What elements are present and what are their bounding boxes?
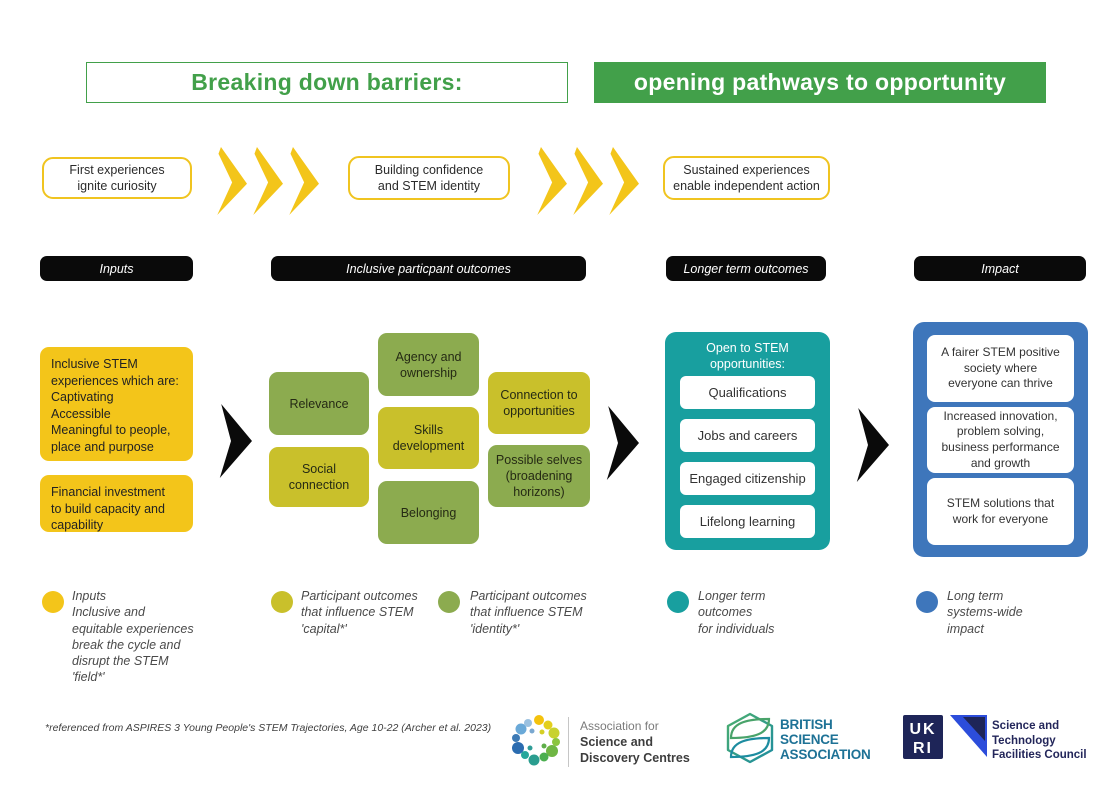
inputs-box-experiences: Inclusive STEM experiences which are: Ca… — [40, 347, 193, 461]
outcome-relevance: Relevance — [269, 372, 369, 435]
longer-term-item-engaged-citizenship: Engaged citizenship — [680, 462, 815, 495]
bsa-line-2: SCIENCE — [780, 732, 839, 747]
bsa-hexagon-icon — [724, 710, 776, 771]
bsa-line-1: BRITISH — [780, 717, 833, 732]
journey-chevron-icon — [289, 147, 319, 215]
journey-chevron-icon — [217, 147, 247, 215]
outcome-social-connection: Social connection — [269, 447, 369, 507]
impact-item-stem-solutions: STEM solutions that work for everyone — [927, 478, 1074, 545]
legend-label-impact: Long term systems-wide impact — [947, 589, 1023, 636]
outcome-belonging: Belonging — [378, 481, 479, 544]
journey-stage-3: Sustained experiences enable independent… — [663, 156, 830, 200]
longer-term-panel-heading: Open to STEM opportunities: — [706, 341, 789, 372]
ukri-logo-icon: UK RI — [903, 715, 987, 765]
impact-item-innovation: Increased innovation, problem solving, b… — [927, 407, 1074, 473]
legend-label-longer-term: Longer term outcomes for individuals — [698, 589, 775, 636]
journey-stage-2: Building confidence and STEM identity — [348, 156, 510, 200]
longer-term-item-jobs-careers: Jobs and careers — [680, 419, 815, 452]
longer-term-item-lifelong-learning: Lifelong learning — [680, 505, 815, 538]
ukri-letters-uk: UK — [909, 721, 936, 738]
asdc-line-1: Association for — [580, 719, 659, 733]
footnote-reference: *referenced from ASPIRES 3 Young People'… — [45, 722, 492, 734]
outcome-possible-selves: Possible selves (broadening horizons) — [488, 445, 590, 507]
asdc-line-2: Science and — [580, 735, 653, 749]
impact-item-fairer-society: A fairer STEM positive society where eve… — [927, 335, 1074, 402]
legend-label-identity: Participant outcomes that influence STEM… — [470, 589, 587, 636]
asdc-logo-text: Association for Science and Discovery Ce… — [580, 718, 690, 766]
inputs-box-financial: Financial investment to build capacity a… — [40, 475, 193, 532]
outcome-connection-opportunities: Connection to opportunities — [488, 372, 590, 434]
ukri-letters-ri: RI — [913, 740, 933, 757]
flow-chevron-icon — [219, 404, 252, 478]
column-header-inputs: Inputs — [40, 256, 193, 281]
legend-label-inputs: Inputs Inclusive and equitable experienc… — [72, 589, 194, 685]
longer-term-item-qualifications: Qualifications — [680, 376, 815, 409]
column-header-impact: Impact — [914, 256, 1086, 281]
journey-chevron-icon — [537, 147, 567, 215]
column-header-participant-outcomes: Inclusive particpant outcomes — [271, 256, 586, 281]
legend-dot-identity — [438, 591, 460, 613]
column-header-longer-term-outcomes: Longer term outcomes — [666, 256, 826, 281]
journey-chevron-icon — [253, 147, 283, 215]
asdc-spiral-icon — [509, 713, 563, 772]
legend-dot-longer-term — [667, 591, 689, 613]
bsa-line-3: ASSOCIATION — [780, 747, 871, 762]
flow-chevron-icon — [606, 406, 639, 480]
legend-label-capital: Participant outcomes that influence STEM… — [301, 589, 418, 636]
ukri-council-name: Science and Technology Facilities Counci… — [992, 720, 1087, 761]
bsa-logo-text: BRITISH SCIENCE ASSOCIATION — [780, 717, 871, 762]
logo-divider — [568, 717, 569, 767]
asdc-line-3: Discovery Centres — [580, 751, 690, 765]
legend-dot-inputs — [42, 591, 64, 613]
outcome-agency-ownership: Agency and ownership — [378, 333, 479, 396]
legend-dot-capital — [271, 591, 293, 613]
legend-dot-impact — [916, 591, 938, 613]
flow-chevron-icon — [856, 408, 889, 482]
journey-chevron-icon — [609, 147, 639, 215]
outcome-skills-development: Skills development — [378, 407, 479, 469]
journey-stage-1: First experiences ignite curiosity — [42, 157, 192, 199]
title-left-box: Breaking down barriers: — [86, 62, 568, 103]
title-right-box: opening pathways to opportunity — [594, 62, 1046, 103]
journey-chevron-icon — [573, 147, 603, 215]
